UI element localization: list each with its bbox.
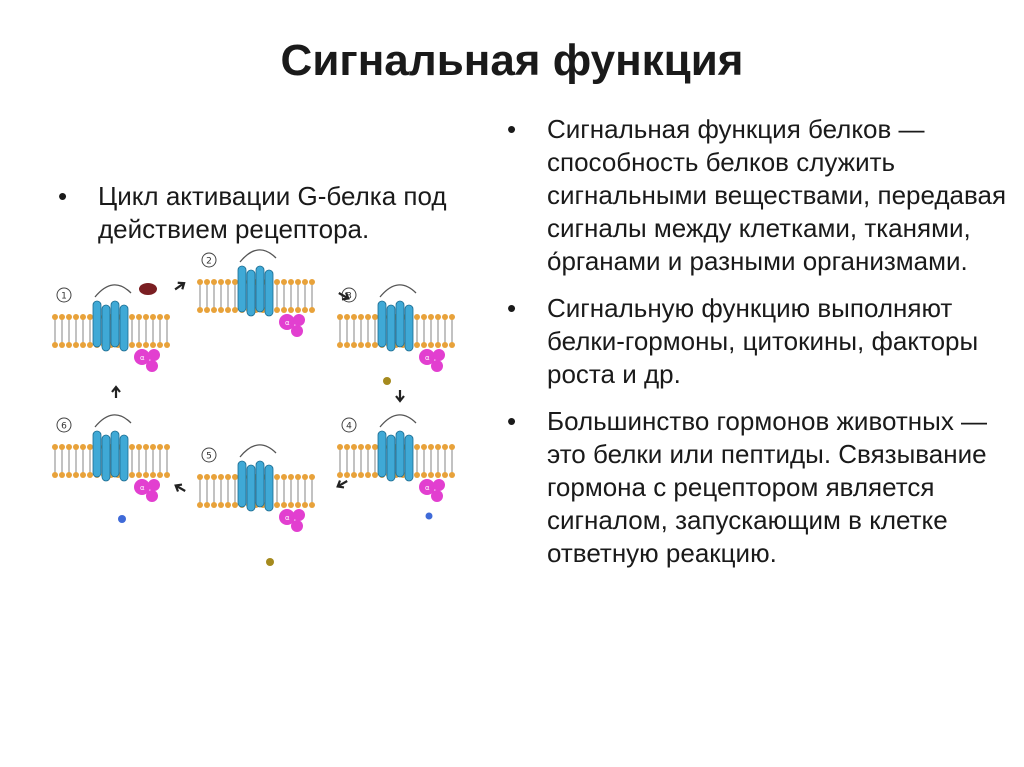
receptor [377, 284, 417, 352]
step-number: 4 [341, 417, 357, 433]
cycle-arrow [336, 480, 348, 489]
right-bullet-3: • Большинство гормонов животных — это бе… [507, 405, 1007, 570]
subunit-label: α [140, 484, 145, 492]
receptor [377, 414, 417, 482]
gdp-marker [266, 558, 274, 566]
bullet-text: Большинство гормонов животных — это белк… [547, 406, 988, 568]
subunit-label: α [140, 354, 145, 362]
subunit-label: α [285, 514, 290, 522]
gdp-marker [383, 377, 391, 385]
step-number-label: 5 [206, 452, 212, 462]
left-bullet-1: • Цикл активации G-белка под действием р… [58, 180, 498, 246]
step-number-label: 4 [346, 422, 352, 432]
g-protein: α [279, 509, 305, 532]
cycle-step-3: α [337, 284, 455, 372]
cycle-step-1: α [52, 284, 170, 372]
g-protein-cycle-diagram: α 1 α 2 α 3 α 4 α 5 α 6 [52, 249, 455, 566]
cycle-step-2: α [197, 249, 315, 337]
step-number-label: 2 [206, 257, 212, 267]
step-number: 5 [201, 447, 217, 463]
receptor [237, 249, 277, 317]
subunit-label: α [425, 354, 430, 362]
step-number: 1 [56, 287, 72, 303]
g-protein: α [419, 479, 445, 502]
g-protein: α [279, 314, 305, 337]
g-protein: α [419, 349, 445, 372]
gtp-marker [118, 515, 126, 523]
bullet-text: Цикл активации G-белка под действием рец… [98, 181, 447, 244]
subunit-label: α [285, 319, 290, 327]
cycle-arrow [174, 483, 186, 492]
bullet-marker: • [507, 406, 517, 436]
gtp-marker [425, 512, 433, 520]
left-bullet-list: • Цикл активации G-белка под действием р… [58, 180, 498, 260]
step-number-label: 1 [61, 292, 67, 302]
step-number-label: 6 [61, 422, 67, 432]
g-protein: α [134, 349, 160, 372]
cycle-step-6: α [52, 414, 170, 502]
cycle-step-5: α [197, 444, 315, 532]
bullet-marker: • [507, 293, 517, 323]
bullet-text: Сигнальная функция белков — способность … [547, 114, 1007, 276]
bullet-marker: • [58, 181, 68, 211]
bullet-marker: • [507, 114, 517, 144]
slide-title: Сигнальная функция [280, 36, 744, 85]
right-bullet-1: • Сигнальная функция белков — способност… [507, 113, 1007, 278]
cycle-arrow [395, 390, 405, 403]
bullet-text: Сигнальную функцию выполняют белки-гормо… [547, 293, 979, 389]
right-bullet-2: • Сигнальную функцию выполняют белки-гор… [507, 292, 1007, 391]
hormone-ligand [139, 283, 157, 295]
receptor [92, 284, 132, 352]
cycle-arrow [338, 292, 350, 301]
cycle-arrow [111, 385, 121, 398]
cycle-arrow [174, 281, 186, 291]
step-number-label: 3 [346, 292, 352, 302]
g-protein: α [134, 479, 160, 502]
receptor [92, 414, 132, 482]
subunit-label: α [425, 484, 430, 492]
right-bullet-list: • Сигнальная функция белков — способност… [507, 113, 1007, 584]
cycle-step-4: α [337, 414, 455, 502]
step-number: 6 [56, 417, 72, 433]
step-number: 2 [201, 252, 217, 268]
receptor [237, 444, 277, 512]
